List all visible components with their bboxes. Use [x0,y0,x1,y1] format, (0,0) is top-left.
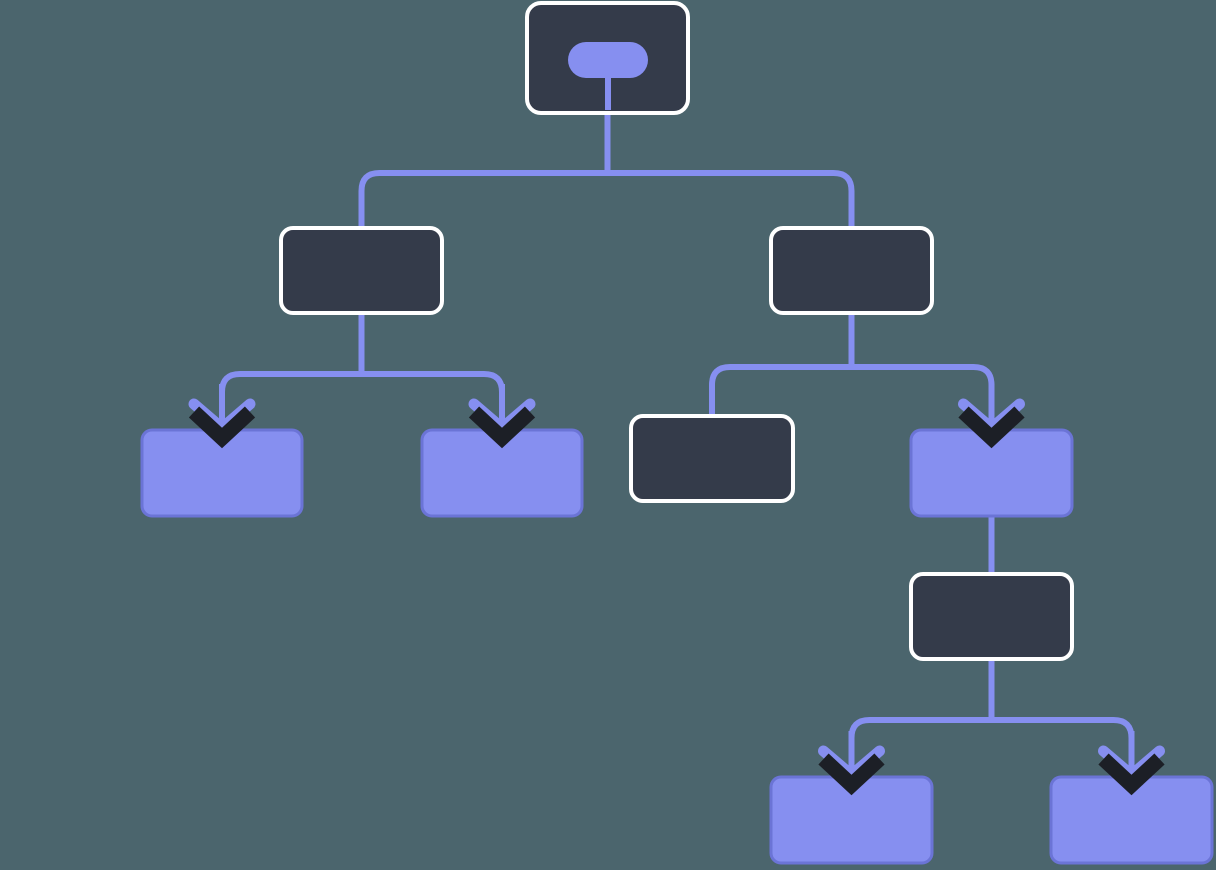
branch-node-right[interactable] [769,226,934,315]
sub-branch-node-shape[interactable] [909,572,1074,661]
arrowhead-front-chevron-icon [958,406,1025,449]
arrowhead-icon [1098,731,1165,796]
arrowhead-icon [818,731,885,796]
empty-dark-node-shape[interactable] [629,414,795,503]
empty-dark-node[interactable] [629,414,795,503]
arrowhead-front-chevron-icon [818,753,885,796]
arrowhead-front-chevron-icon [188,406,256,449]
edge-root-to-left-branch [358,170,608,234]
arrowhead-front-chevron-icon [1098,753,1165,796]
arrowhead-icon [958,384,1025,449]
edge-right-branch-to-empty-node [709,364,852,422]
arrowhead-icon [468,384,536,449]
edges-layer [219,39,1135,783]
root-pill-stem [605,76,611,110]
root-node[interactable] [525,1,690,115]
arrows-layer [188,384,1165,796]
branch-node-left[interactable] [279,226,444,315]
sub-branch-node[interactable] [909,572,1074,661]
arrowhead-front-chevron-icon [468,406,536,449]
branch-node-right-shape[interactable] [769,226,934,315]
arrowhead-icon [188,384,256,449]
edge-root-to-right-branch [607,170,855,234]
nodes-layer [140,1,1214,865]
root-pill-icon [568,42,648,78]
branch-node-left-shape[interactable] [279,226,444,315]
